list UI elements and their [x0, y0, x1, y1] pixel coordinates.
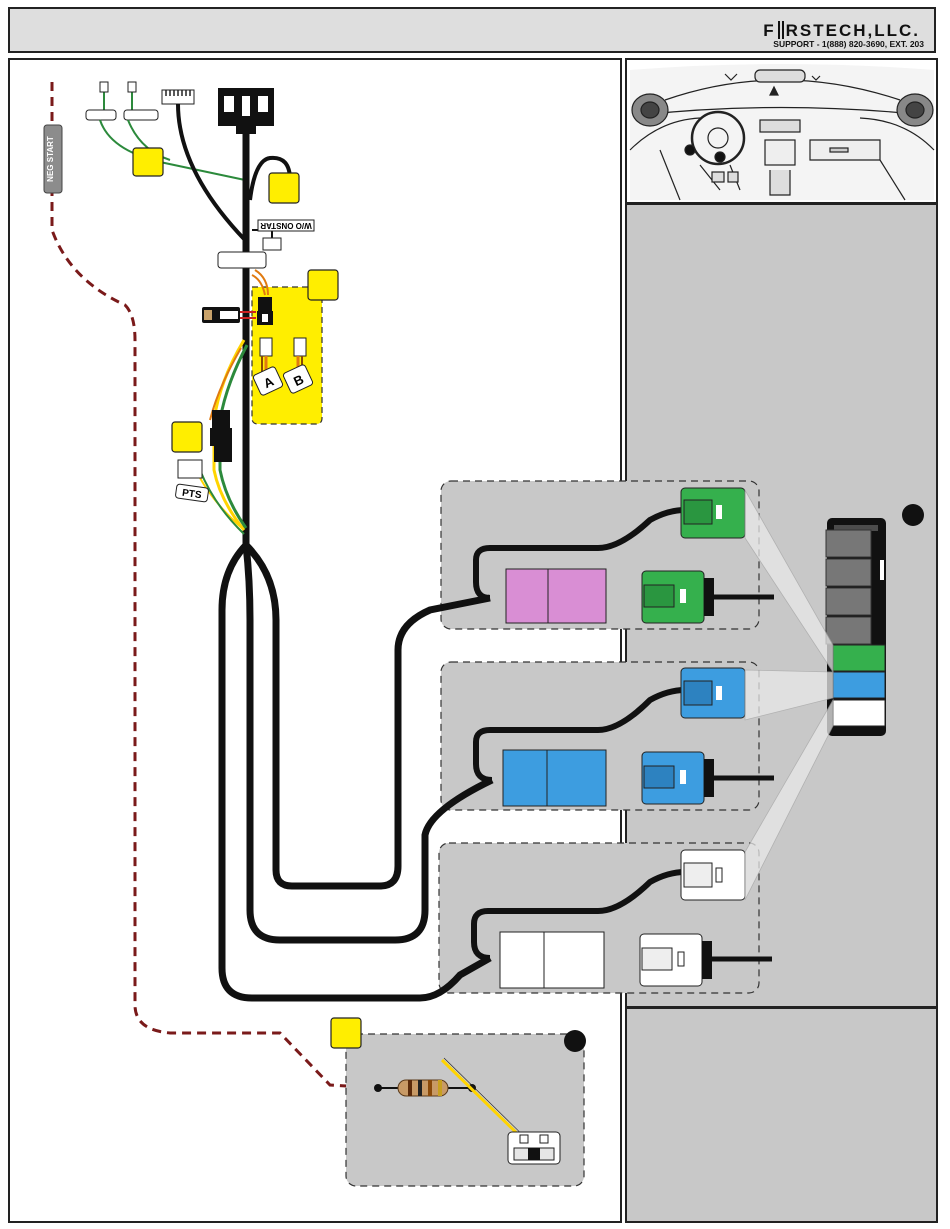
step-dot-resistor: [564, 1030, 586, 1052]
connector-group-white: [439, 843, 772, 993]
badge-1: [133, 148, 163, 176]
step-dot-connectors: [902, 504, 924, 526]
badge-2: [269, 173, 299, 203]
connector-callout-beams: [745, 490, 833, 900]
connector-group-green: [441, 481, 774, 629]
connector-group-blue: [441, 662, 774, 810]
resistor-section: [346, 1034, 584, 1186]
dashboard-illustration: [630, 64, 934, 200]
wo-onstar-label: W/O ONSTAR: [260, 221, 312, 230]
fuse-block: [826, 518, 886, 736]
neg-start-label: NEG START: [46, 136, 55, 182]
badge-5: [331, 1018, 361, 1048]
badge-3: [308, 270, 338, 300]
badge-4: [172, 422, 202, 452]
